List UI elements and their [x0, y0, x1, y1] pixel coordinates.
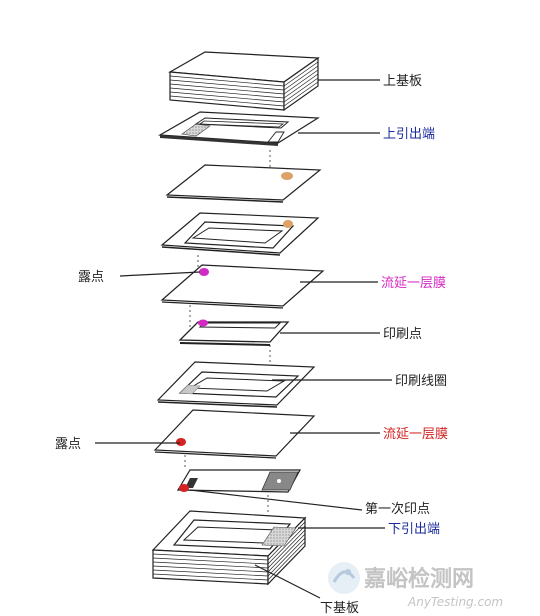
first-print-dot-strip — [176, 469, 302, 493]
blank-sheet-with-dot — [165, 164, 322, 203]
label-cast-film-2: 流延一层膜 — [383, 427, 448, 442]
label-exposed-point-upper: 露点 — [78, 270, 104, 285]
red-exposed-point — [176, 438, 186, 446]
watermark-chinese: 嘉峪检测网 — [364, 566, 474, 592]
label-upper-substrate: 上基板 — [383, 74, 422, 89]
watermark-url: AnyTesting.com — [407, 595, 503, 609]
frame-sheet — [160, 212, 320, 256]
lower-substrate — [151, 510, 307, 586]
magenta-print-dot — [198, 319, 208, 327]
orange-contact-dot — [283, 220, 293, 228]
orange-contact-dot — [281, 172, 293, 180]
red-first-dot — [179, 484, 189, 492]
label-printed-coil: 印刷线圈 — [395, 374, 447, 389]
watermark-logo-icon — [328, 562, 360, 594]
cast-film-layer-2 — [153, 409, 316, 459]
leader-lines — [95, 79, 392, 599]
label-upper-lead-terminal: 上引出端 — [383, 127, 435, 142]
label-lower-lead-terminal: 下引出端 — [388, 522, 440, 537]
upper-lead-terminal-layer — [157, 111, 320, 146]
magenta-exposed-point — [199, 268, 209, 276]
printed-dot-strip — [178, 319, 290, 346]
label-first-print-dot: 第一次印点 — [365, 501, 430, 517]
watermark: 嘉峪检测网 AnyTesting.com — [328, 562, 503, 609]
label-lower-substrate: 下基板 — [320, 601, 359, 616]
printed-coil-layer — [156, 361, 316, 408]
upper-substrate — [168, 51, 320, 112]
cast-film-layer-1 — [160, 264, 325, 309]
label-cast-film-1: 流延一层膜 — [381, 276, 446, 291]
label-exposed-point-lower: 露点 — [55, 437, 81, 452]
label-printed-dot: 印刷点 — [383, 327, 422, 342]
